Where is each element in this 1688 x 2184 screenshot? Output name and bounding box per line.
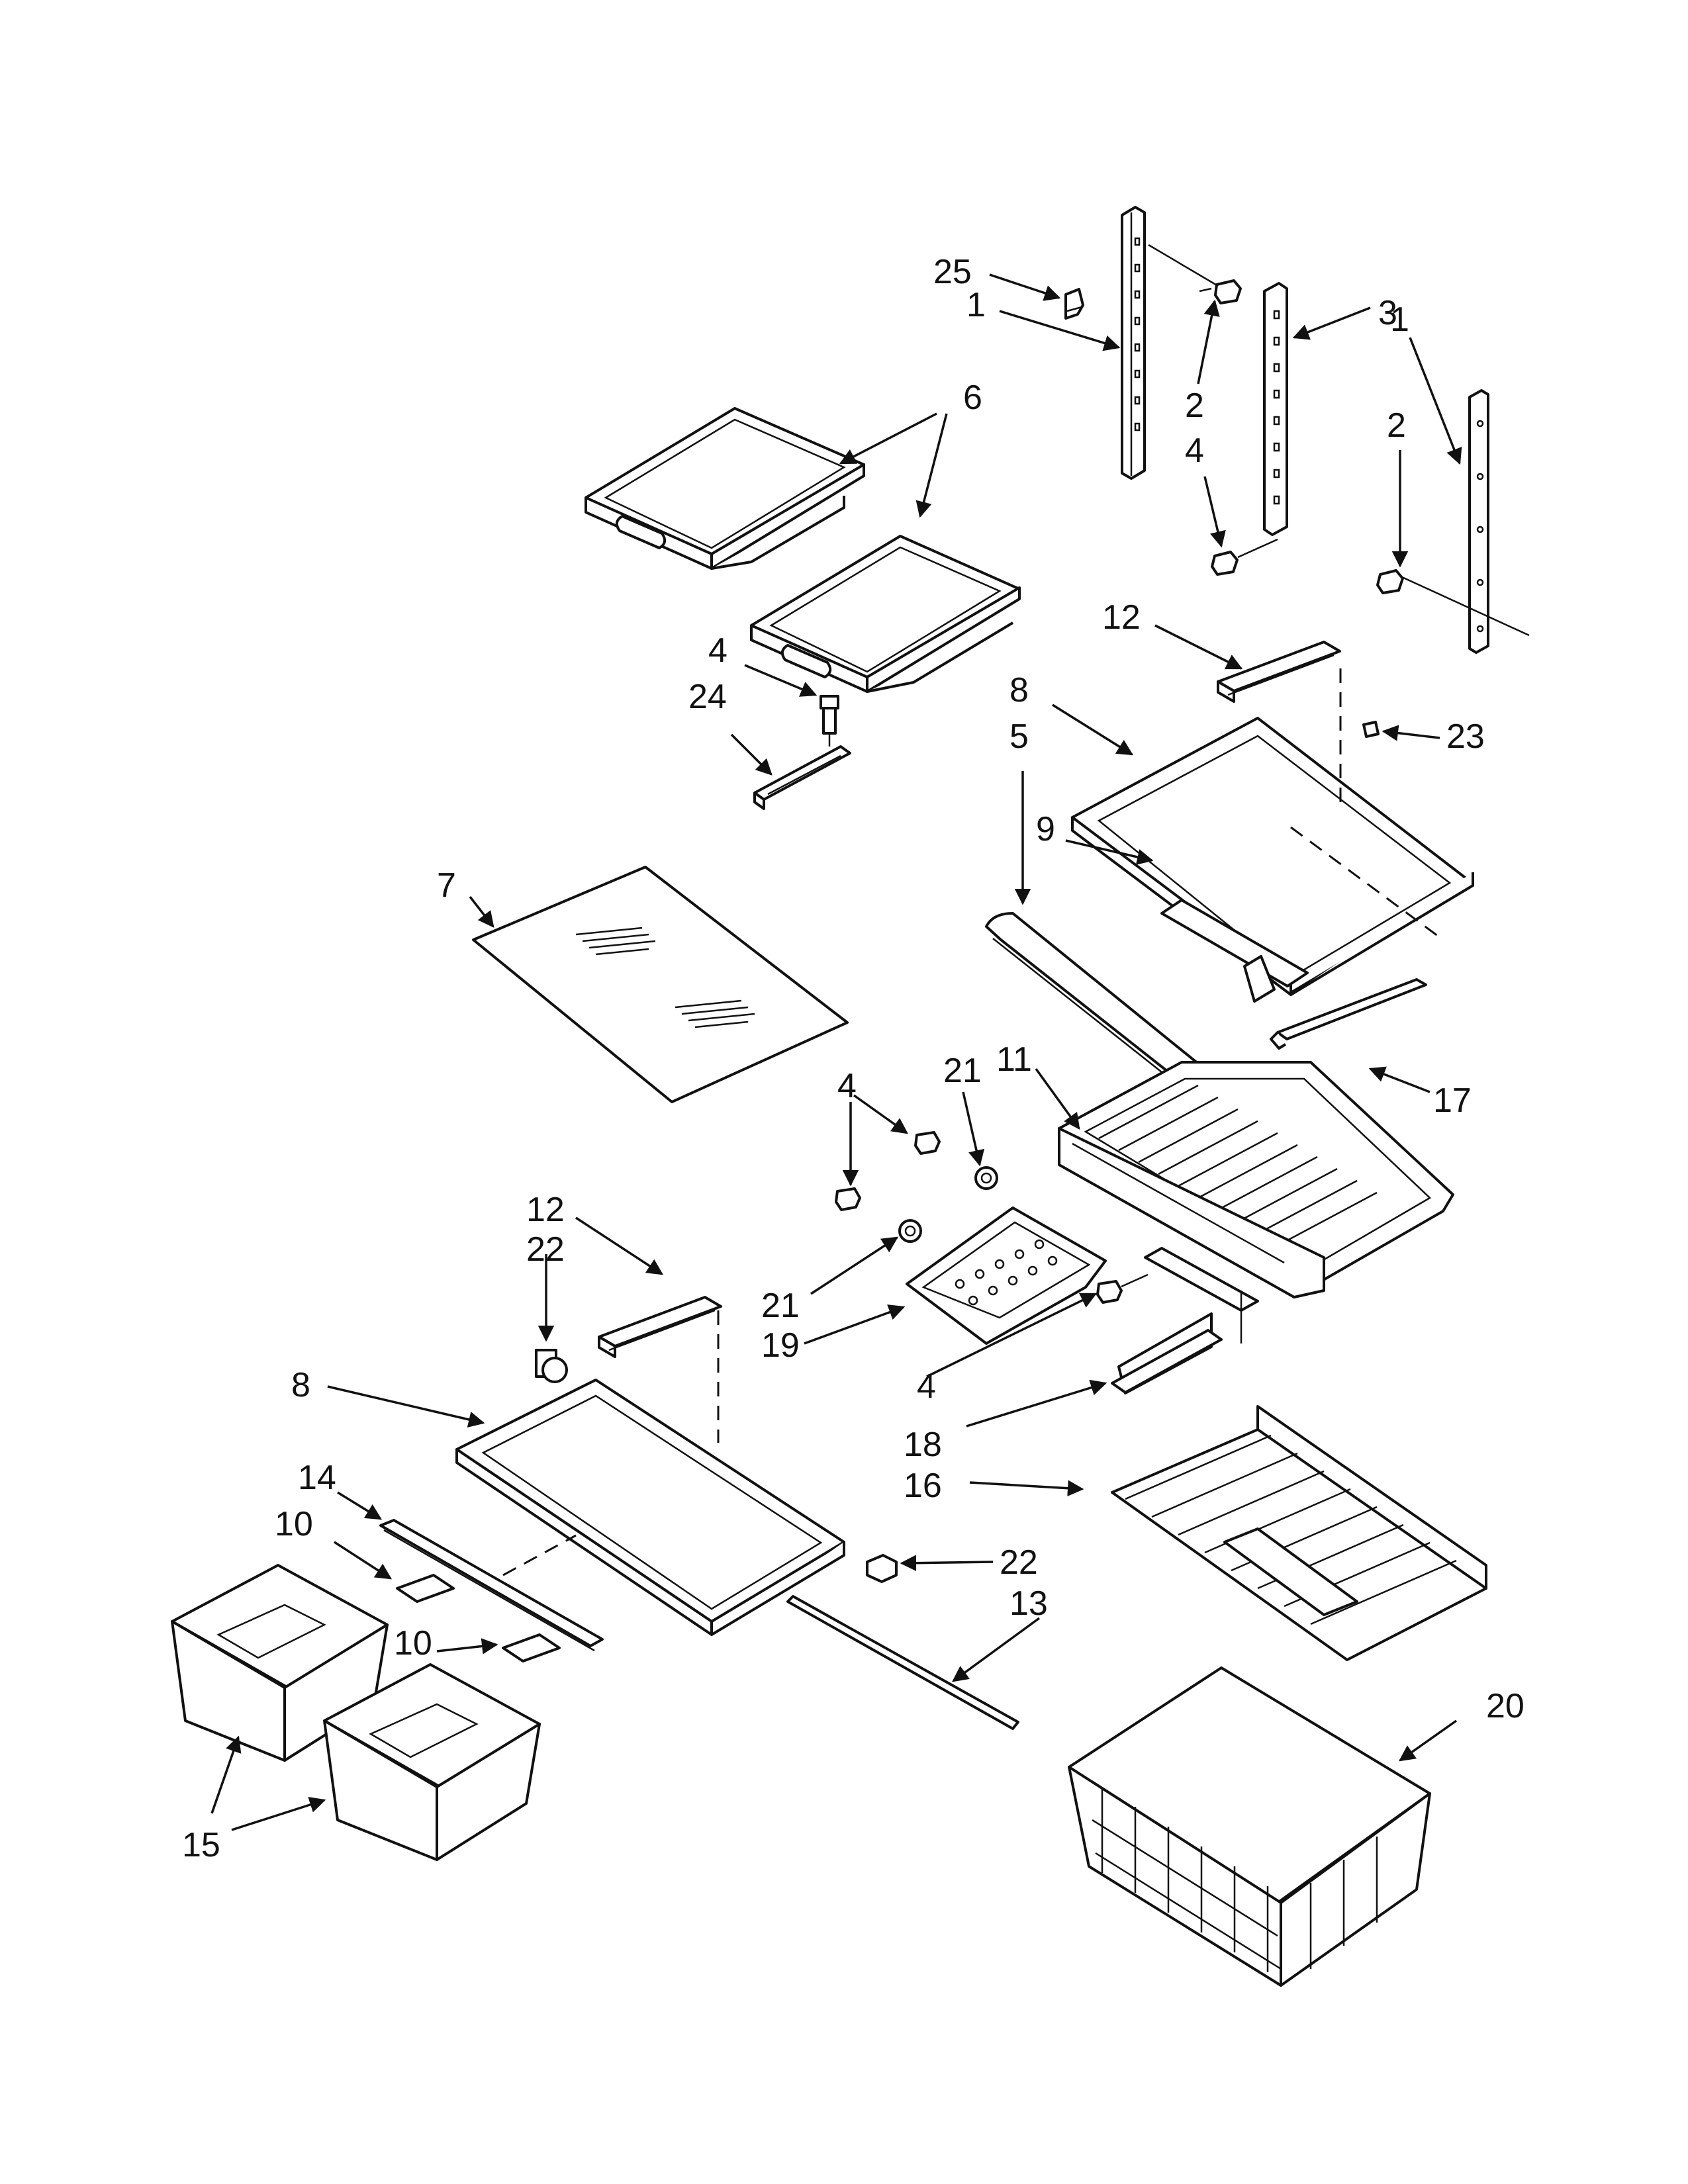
callout-4: 4 bbox=[708, 631, 727, 670]
callout-24: 24 bbox=[688, 678, 727, 716]
callout-14: 14 bbox=[298, 1459, 336, 1497]
part-screw-4d bbox=[1096, 1273, 1149, 1304]
callout-15: 15 bbox=[182, 1826, 220, 1864]
part-tray-19 bbox=[906, 1206, 1107, 1345]
leader-lines bbox=[211, 273, 1462, 1831]
part-frame-8a bbox=[1071, 668, 1474, 996]
part-bracket-24 bbox=[753, 745, 851, 810]
part-frame-8b bbox=[455, 1310, 845, 1636]
callout-5: 5 bbox=[1009, 717, 1029, 756]
callout-21: 21 bbox=[761, 1287, 800, 1325]
part-shelf-6b bbox=[750, 535, 1021, 693]
callout-10: 10 bbox=[275, 1505, 313, 1543]
part-rod-13 bbox=[786, 1595, 1019, 1730]
part-rail-1a bbox=[1121, 206, 1146, 480]
callout-20: 20 bbox=[1486, 1687, 1524, 1725]
callout-25: 25 bbox=[933, 253, 972, 291]
part-bracket-18 bbox=[1111, 1247, 1259, 1394]
part-stop-22b bbox=[866, 1554, 898, 1583]
callout-18: 18 bbox=[904, 1426, 942, 1464]
callout-10: 10 bbox=[394, 1624, 432, 1662]
part-screw-4b bbox=[820, 695, 839, 747]
part-screw-2b bbox=[1376, 569, 1530, 637]
callout-12: 12 bbox=[526, 1191, 565, 1229]
part-crisper-15b bbox=[323, 1663, 541, 1861]
part-screw-2a bbox=[1199, 279, 1242, 304]
part-strip-14 bbox=[379, 1519, 604, 1652]
part-clip-23 bbox=[1362, 721, 1380, 738]
part-rail-17 bbox=[1270, 978, 1427, 1050]
callout-13: 13 bbox=[1009, 1584, 1048, 1623]
part-basket-16 bbox=[1111, 1405, 1487, 1661]
callout-23: 23 bbox=[1446, 717, 1485, 756]
part-grommet-21 bbox=[898, 1166, 998, 1243]
callout-19: 19 bbox=[761, 1326, 800, 1365]
callout-9: 9 bbox=[1036, 810, 1055, 848]
callout-4: 4 bbox=[1185, 432, 1204, 470]
callout-1: 1 bbox=[966, 286, 986, 324]
callout-2: 2 bbox=[1387, 406, 1406, 445]
callout-1: 1 bbox=[1390, 300, 1409, 339]
part-screw-4a bbox=[1211, 538, 1278, 576]
callout-2: 2 bbox=[1185, 387, 1204, 425]
part-bracket-9 bbox=[1160, 899, 1309, 1003]
part-basket-20 bbox=[1068, 1666, 1431, 1987]
part-slide-12b bbox=[598, 1296, 722, 1358]
part-rail-1b bbox=[1468, 389, 1489, 654]
callout-17: 17 bbox=[1433, 1081, 1472, 1120]
callout-16: 16 bbox=[904, 1467, 942, 1505]
part-rail-3 bbox=[1263, 282, 1288, 536]
part-glass-7 bbox=[472, 866, 849, 1103]
callout-6: 6 bbox=[963, 379, 982, 417]
callout-4: 4 bbox=[837, 1067, 857, 1105]
part-slide-12a bbox=[1217, 641, 1341, 703]
part-stop-22a bbox=[535, 1349, 568, 1383]
callout-8: 8 bbox=[291, 1366, 310, 1404]
callout-4: 4 bbox=[917, 1367, 936, 1406]
part-clip-10 bbox=[396, 1574, 561, 1662]
part-clip-25 bbox=[1064, 288, 1084, 320]
callout-11: 11 bbox=[996, 1040, 1032, 1079]
callout-21: 21 bbox=[943, 1052, 982, 1090]
callout-labels: 25 1 6 2 4 3 1 2 12 4 24 8 23 5 9 7 11 1… bbox=[182, 253, 1524, 1864]
part-shelf-6a bbox=[585, 407, 865, 570]
part-crisper-15a bbox=[171, 1564, 389, 1762]
callout-3: 3 bbox=[1378, 294, 1397, 332]
callout-7: 7 bbox=[437, 866, 456, 905]
part-drawer-11 bbox=[1058, 1061, 1454, 1298]
callout-22: 22 bbox=[1000, 1543, 1038, 1582]
callout-8: 8 bbox=[1009, 671, 1029, 709]
part-screw-4c bbox=[835, 1131, 941, 1211]
callout-22: 22 bbox=[526, 1230, 565, 1269]
callout-12: 12 bbox=[1102, 598, 1141, 637]
